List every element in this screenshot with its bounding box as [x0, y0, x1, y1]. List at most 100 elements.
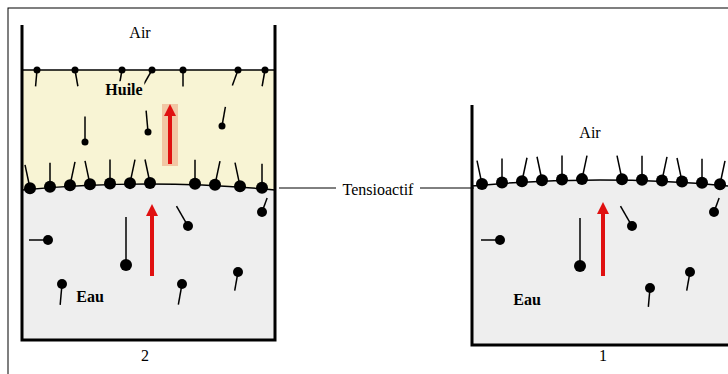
- surfactant-molecule: [180, 67, 187, 87]
- molecule-head: [495, 235, 505, 245]
- surfactant-molecule: [144, 160, 156, 189]
- leader-line: [279, 188, 336, 189]
- molecule-head: [177, 279, 187, 289]
- surfactant-molecule: [714, 161, 726, 190]
- molecule-head: [124, 177, 136, 189]
- surfactant-molecule: [82, 117, 89, 146]
- molecule-head: [209, 179, 221, 191]
- surfactant-molecule: [574, 218, 586, 272]
- surfactant-molecule: [145, 111, 152, 136]
- molecule-head: [104, 178, 116, 190]
- surfactant-molecule: [44, 163, 56, 193]
- force-arrow: [601, 208, 605, 276]
- water-layer: [22, 184, 275, 340]
- phase-label: Eau: [74, 288, 106, 306]
- surfactant-molecule: [696, 159, 708, 189]
- surfactant-molecule: [34, 67, 41, 87]
- molecule-head: [84, 178, 96, 190]
- molecule-tail: [125, 217, 127, 265]
- molecule-head: [714, 178, 726, 190]
- surfactant-molecule: [476, 161, 488, 190]
- molecule-head: [119, 67, 126, 74]
- molecule-head: [574, 260, 586, 272]
- surfactant-molecule: [576, 156, 588, 185]
- molecule-head: [496, 177, 508, 189]
- force-arrow: [168, 110, 172, 164]
- surfactant-molecules: [24, 67, 726, 307]
- molecule-head: [57, 279, 67, 289]
- surfactant-molecule: [685, 267, 695, 291]
- phase-label: Huile: [103, 81, 144, 99]
- surfactant-molecule: [209, 161, 221, 190]
- surfactant-molecule: [621, 206, 638, 231]
- molecule-head: [72, 67, 79, 74]
- molecule-head: [645, 283, 655, 293]
- surfactant-molecule: [219, 107, 226, 130]
- molecule-head: [189, 178, 201, 190]
- surfactant-molecule: [676, 158, 688, 187]
- molecule-head: [556, 174, 568, 186]
- surfactant-molecule: [124, 160, 136, 189]
- molecule-head: [256, 182, 268, 194]
- surfactant-molecule: [262, 67, 269, 87]
- figure-number: 1: [597, 347, 609, 365]
- oil-layer: [22, 70, 275, 190]
- surfactant-molecule: [616, 156, 628, 185]
- surfactant-molecule: [257, 198, 267, 217]
- molecule-head: [656, 174, 668, 186]
- surfactant-molecule: [645, 283, 655, 307]
- surfactant-molecule: [144, 67, 156, 85]
- molecule-head: [44, 181, 56, 193]
- molecule-head: [34, 67, 41, 74]
- molecule-head: [24, 182, 36, 194]
- surfactant-molecule: [481, 235, 505, 245]
- surfactant-molecule: [233, 267, 243, 291]
- molecule-tail: [84, 117, 86, 143]
- surfactant-molecule: [29, 235, 53, 245]
- molecule-head: [616, 173, 628, 185]
- molecule-head: [149, 67, 156, 74]
- beaker-wall: [22, 25, 275, 340]
- leader-line: [420, 188, 474, 189]
- molecule-head: [234, 180, 246, 192]
- phase-label: Eau: [511, 291, 543, 309]
- force-arrow: [150, 210, 154, 276]
- molecule-head: [145, 129, 152, 136]
- molecule-head: [180, 67, 187, 74]
- molecule-head: [183, 221, 193, 231]
- surfactant-molecule: [656, 157, 668, 186]
- surfactant-molecule: [556, 156, 568, 186]
- molecule-head: [709, 207, 719, 217]
- surfactant-molecule: [177, 279, 187, 305]
- molecule-head: [43, 235, 53, 245]
- surfactant-molecule: [232, 67, 241, 86]
- surfactant-molecule: [189, 160, 201, 190]
- molecule-head: [636, 174, 648, 186]
- molecule-head: [257, 207, 267, 217]
- molecule-head: [676, 175, 688, 187]
- molecule-head: [144, 177, 156, 189]
- surfactant-molecule: [516, 158, 528, 187]
- frame: [8, 8, 728, 374]
- surfactant-molecule: [24, 165, 36, 194]
- molecule-head: [476, 178, 488, 190]
- molecule-head: [262, 67, 269, 74]
- beaker-wall: [472, 105, 728, 345]
- molecule-head: [233, 267, 243, 277]
- water-surface: [472, 180, 728, 186]
- surfactant-molecule: [256, 164, 268, 194]
- arrow-band: [162, 104, 178, 166]
- molecule-head: [82, 139, 89, 146]
- molecule-head: [536, 174, 548, 186]
- surfactant-molecule: [104, 160, 116, 190]
- surfactant-molecule: [57, 279, 67, 305]
- molecule-head: [64, 179, 76, 191]
- phase-label: Air: [127, 24, 152, 42]
- surfactant-molecule: [64, 162, 76, 191]
- surfactant-molecule: [636, 156, 648, 186]
- molecule-tail: [579, 218, 581, 266]
- molecule-head: [627, 221, 637, 231]
- molecule-head: [576, 173, 588, 185]
- figure-number: 2: [139, 347, 151, 365]
